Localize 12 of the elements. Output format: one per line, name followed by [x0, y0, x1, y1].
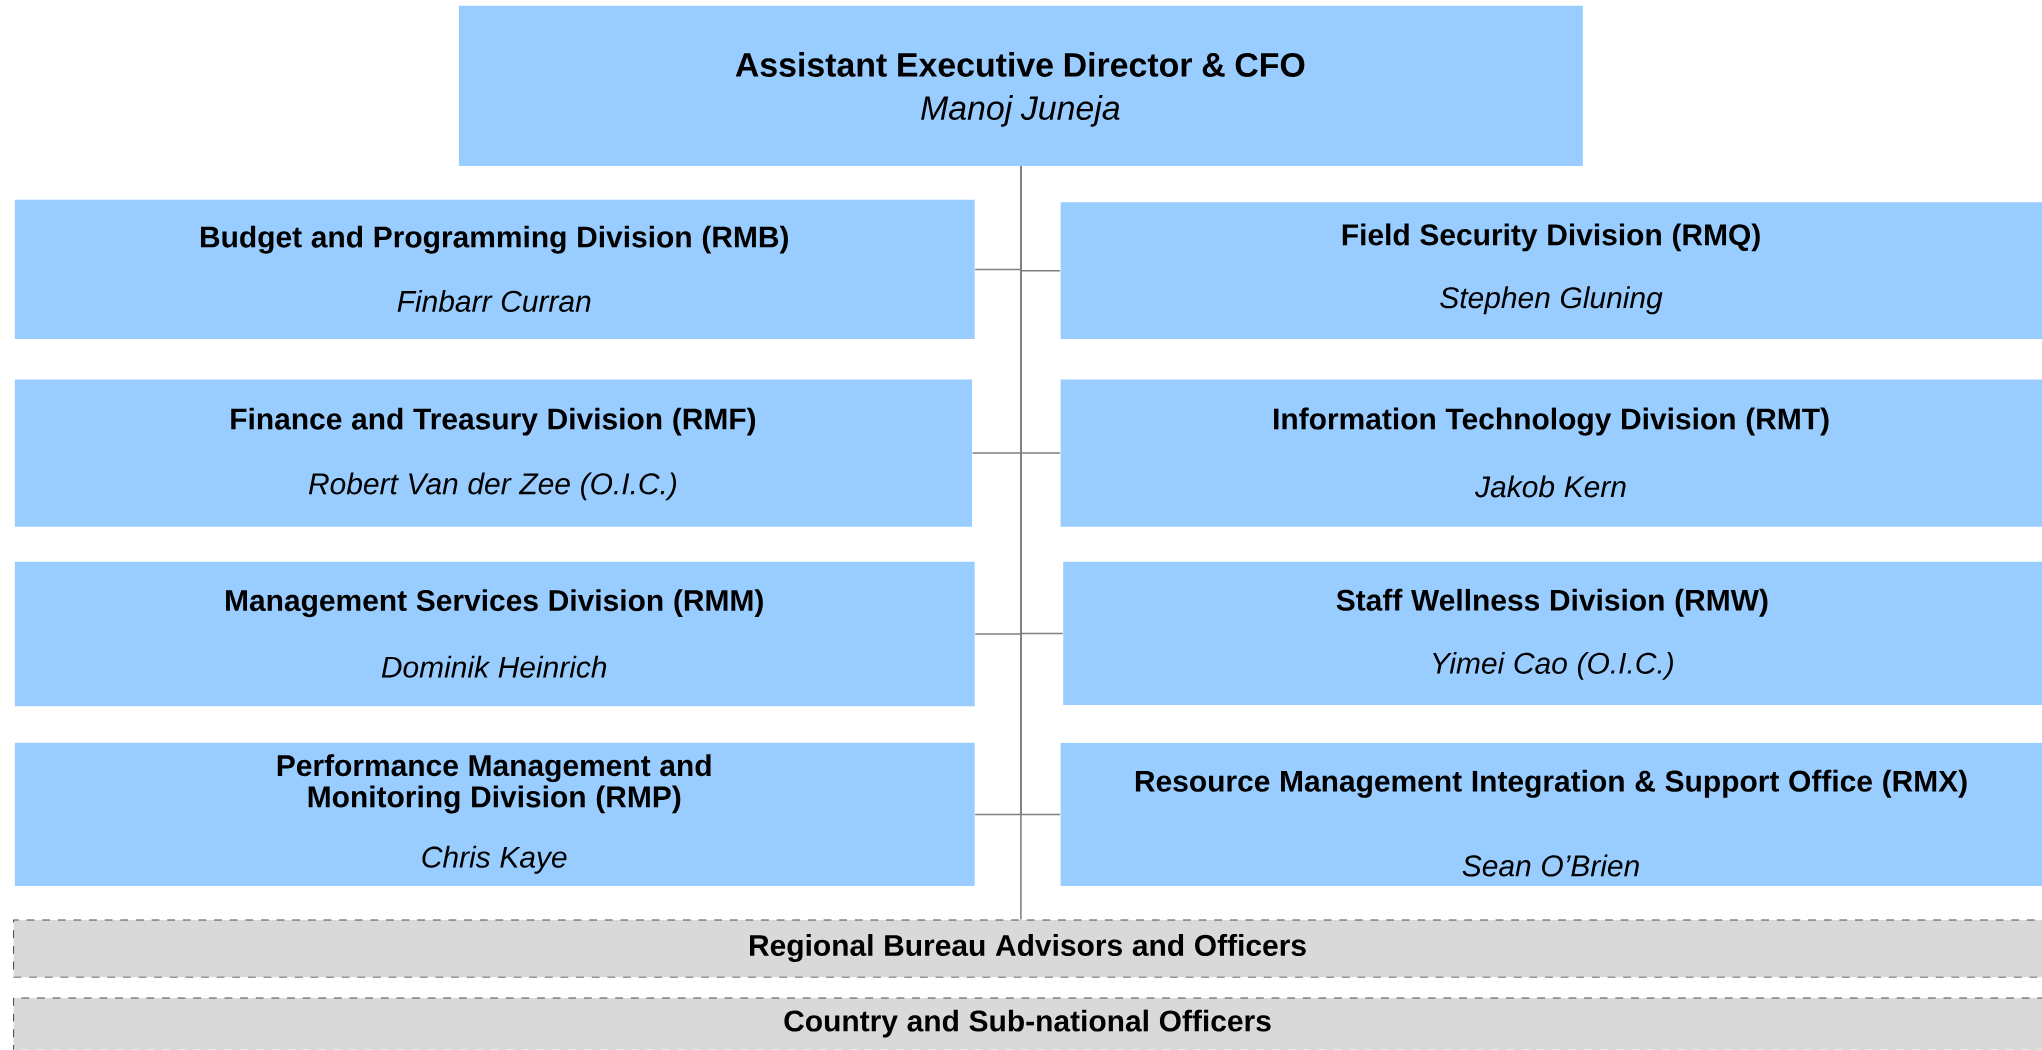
division-box: Finance and Treasury Division (RMF) Robert Van der Zee (O.I.C.)	[14, 379, 973, 527]
dashed-bar: Regional Bureau Advisors and Officers	[13, 919, 2042, 978]
director-box: Assistant Executive Director & CFO Manoj Juneja	[458, 5, 1583, 167]
dashed-bar: Country and Sub-national Officers	[13, 997, 2042, 1050]
division-box: Staff Wellness Division (RMW) Yimei Cao (O.I.C.)	[1063, 562, 2042, 706]
division-box: Field Security Division (RMQ) Stephen Gluning	[1060, 202, 2042, 340]
division-box: Budget and Programming Division (RMB) Finbarr Curran	[14, 199, 975, 340]
connector-line	[1020, 165, 1022, 921]
division-box: Resource Management Integration & Support Office (RMX) Sean O’Brien	[1060, 743, 2042, 887]
division-box: Management Services Division (RMM) Dominik Heinrich	[14, 562, 975, 707]
division-box: Performance Management and Monitoring Division (RMP) Chris Kaye	[14, 743, 975, 887]
division-box: Information Technology Division (RMT) Jakob Kern	[1060, 379, 2042, 527]
